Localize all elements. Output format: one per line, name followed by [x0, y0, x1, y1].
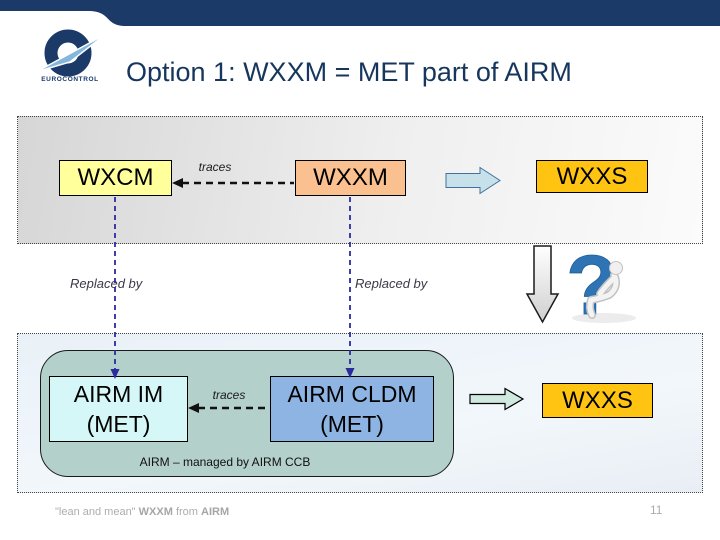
replaced-by-label-right: Replaced by: [355, 276, 428, 291]
question-mark-figure-icon: ?: [566, 248, 636, 324]
block-arrow-down-icon: [525, 245, 560, 324]
header-bar-shape: [0, 0, 720, 26]
header-bar: [0, 0, 720, 26]
footer-airm: AIRM: [201, 506, 230, 518]
airm-caption: AIRM – managed by AIRM CCB: [139, 455, 311, 469]
replaced-by-label-left: Replaced by: [70, 276, 143, 291]
logo-ring: [44, 29, 92, 77]
traces-label-bottom: traces: [212, 388, 246, 402]
airm-im-box: AIRM IM (MET): [49, 376, 188, 442]
wxxm-box: WXXM: [295, 160, 406, 196]
airm-im-line2: (MET): [86, 411, 151, 437]
brand-label: EUROCONTROL: [41, 76, 99, 83]
airm-im-line1: AIRM IM: [73, 381, 164, 407]
footer-from: from: [172, 506, 202, 518]
airm-cldm-box: AIRM CLDM (MET): [270, 376, 434, 442]
wxxs-box-bottom: WXXS: [542, 383, 653, 418]
wxxs-box-top: WXXS: [536, 160, 648, 193]
airm-cldm-line2: (MET): [320, 411, 384, 437]
page-title: Option 1: WXXM = MET part of AIRM: [126, 57, 572, 87]
footer-wxxm: WXXM: [138, 506, 173, 518]
figure-body: [587, 272, 619, 318]
footer-note: "lean and mean" WXXM from AIRM: [55, 506, 229, 518]
wxcm-box: WXCM: [59, 160, 172, 196]
figure-head: [609, 261, 623, 275]
eurocontrol-logo-icon: [35, 29, 107, 77]
traces-label-top: traces: [198, 160, 232, 174]
page-number: 11: [650, 503, 663, 517]
footer-quote: "lean and mean": [55, 506, 139, 518]
logo-dart: [35, 33, 107, 73]
airm-cldm-line1: AIRM CLDM: [287, 381, 417, 407]
